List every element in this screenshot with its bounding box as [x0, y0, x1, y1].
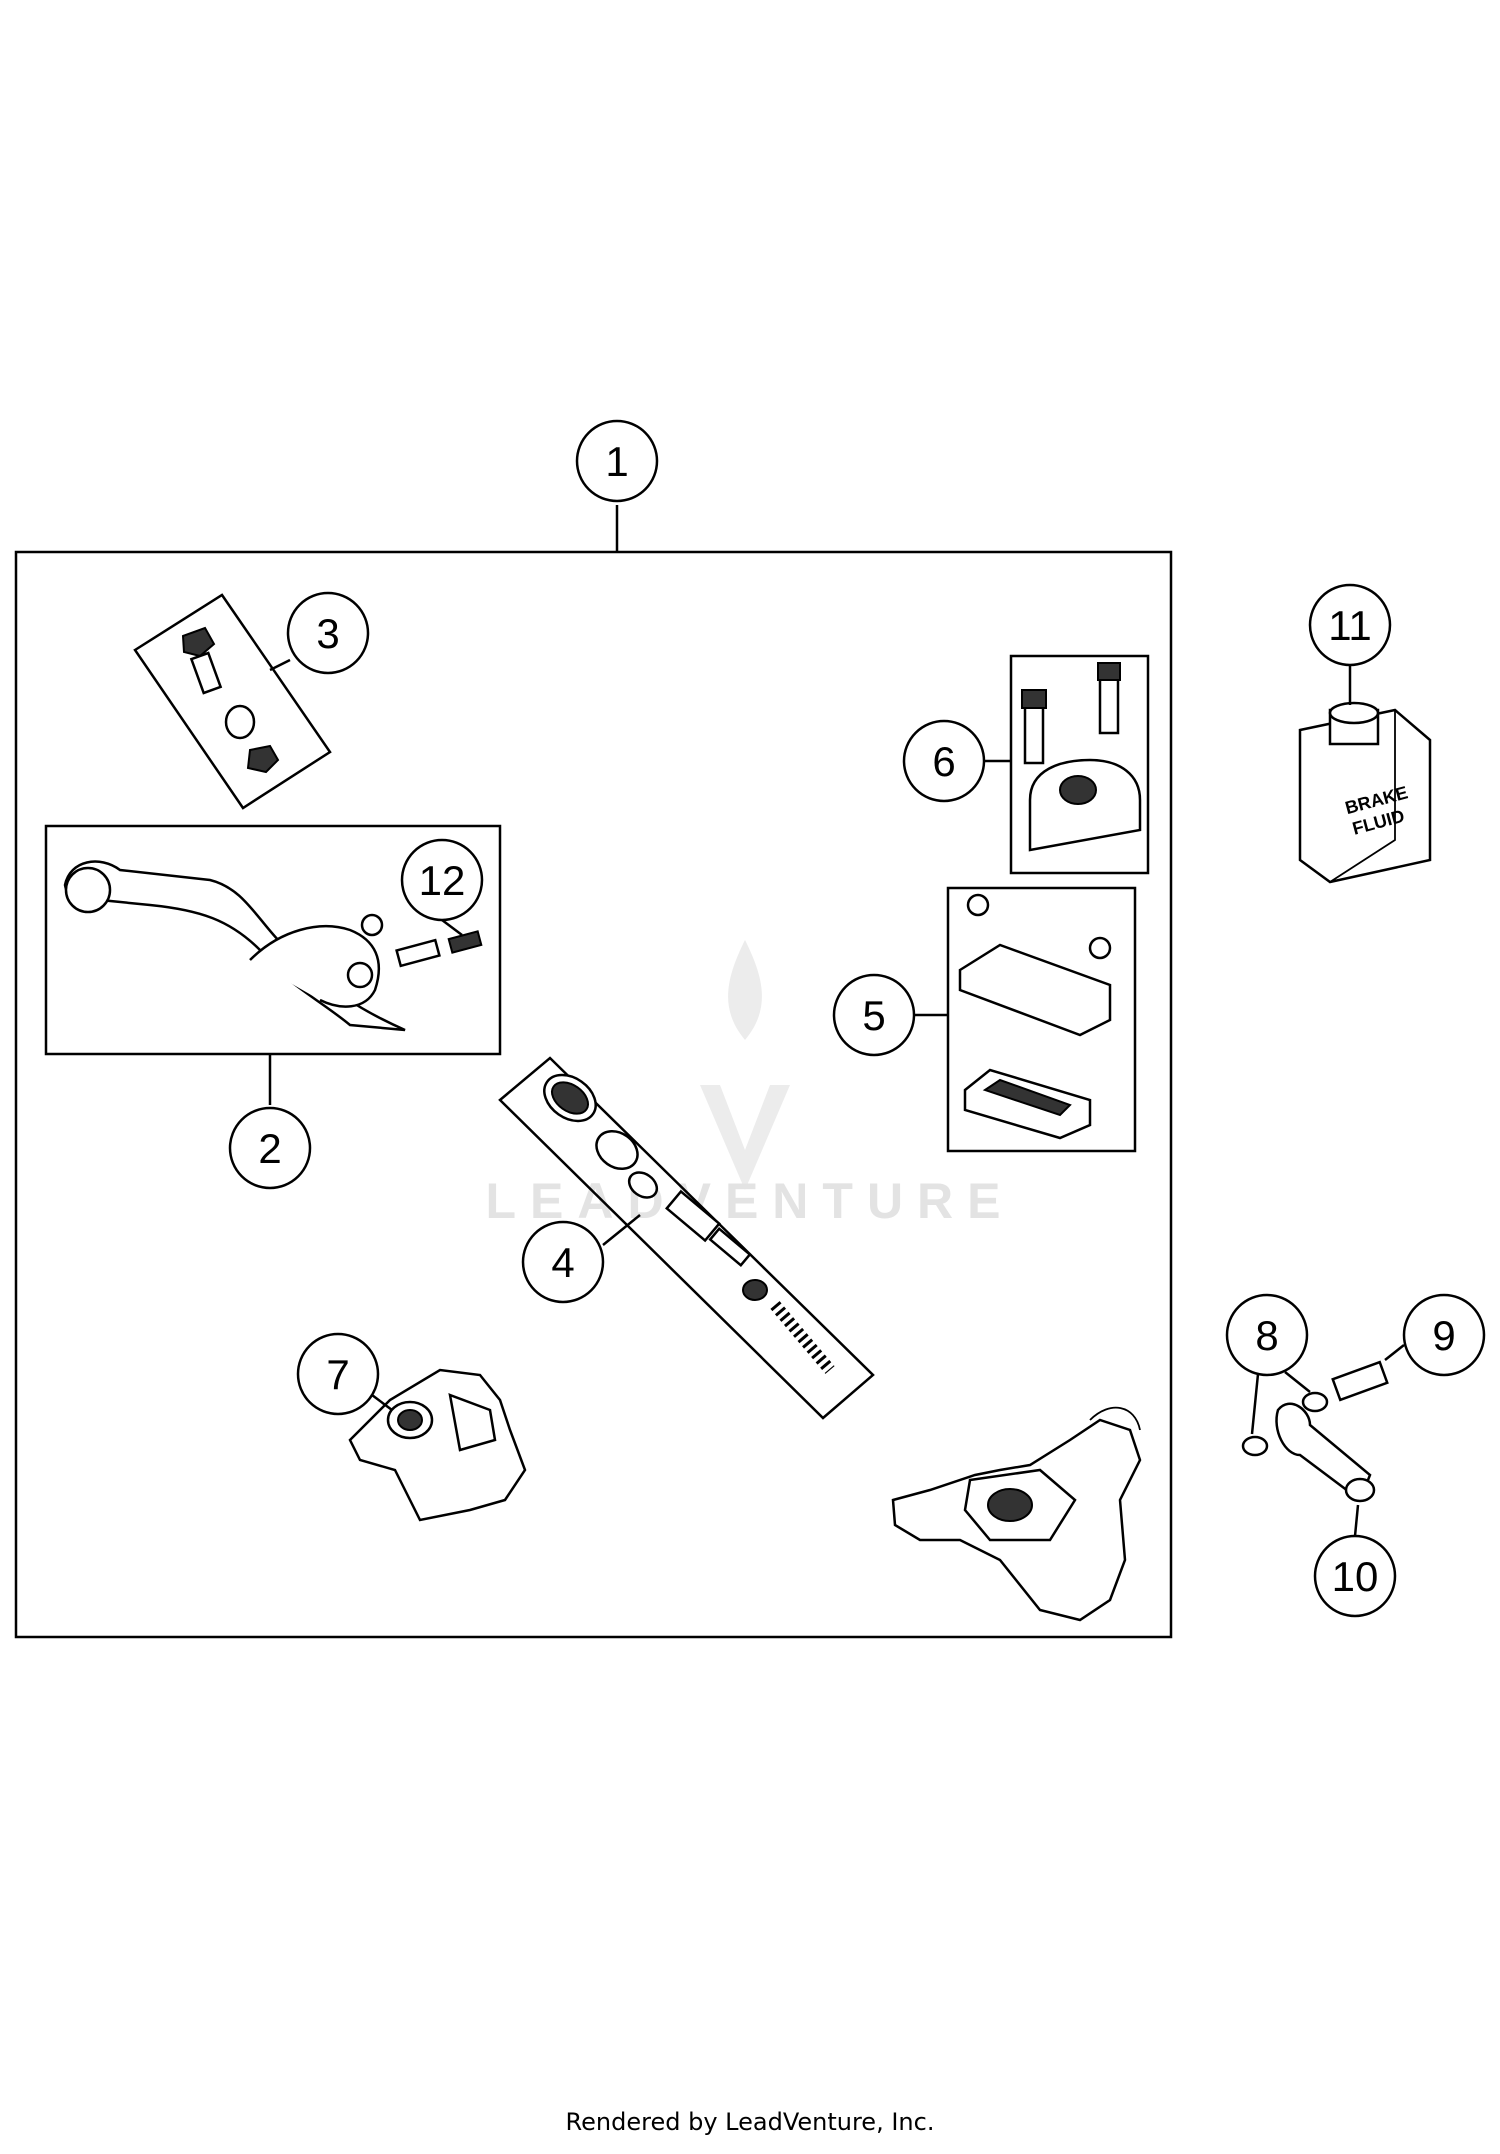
handlebar-clamp [1021, 662, 1142, 852]
svg-text:4: 4 [551, 1239, 574, 1286]
callout-3[interactable]: 3 [286, 591, 370, 675]
brake-fluid-can: BRAKE FLUID [1298, 701, 1432, 884]
lever-guard [348, 1368, 527, 1522]
footer-credit: Rendered by LeadVenture, Inc. [565, 2108, 935, 2136]
leadventure-watermark: LEADVENTURE [485, 940, 1014, 1229]
callout-4[interactable]: 4 [521, 1220, 605, 1304]
reservoir-cover [958, 893, 1112, 1140]
watermark-text: LEADVENTURE [485, 1173, 1014, 1229]
svg-text:2: 2 [258, 1125, 281, 1172]
banjo-parts [1241, 1360, 1389, 1503]
pivot-bolt-kit [133, 593, 332, 810]
svg-text:1: 1 [605, 438, 628, 485]
callout-2[interactable]: 2 [228, 1106, 312, 1190]
clamp-frame [1009, 654, 1150, 875]
callout-12[interactable]: 12 [400, 838, 484, 922]
lever-frame [44, 824, 502, 1056]
callout-1[interactable]: 1 [575, 419, 659, 503]
callout-10[interactable]: 10 [1313, 1534, 1397, 1618]
svg-text:12: 12 [419, 857, 466, 904]
callout-11[interactable]: 11 [1308, 583, 1392, 667]
svg-text:3: 3 [316, 610, 339, 657]
svg-text:6: 6 [932, 738, 955, 785]
brake-lever [63, 860, 483, 1105]
callout-9[interactable]: 9 [1402, 1293, 1486, 1377]
svg-text:7: 7 [326, 1351, 349, 1398]
callout-8[interactable]: 8 [1225, 1293, 1309, 1377]
cover-frame [946, 886, 1137, 1153]
piston-kit [498, 1056, 875, 1420]
svg-text:8: 8 [1255, 1312, 1278, 1359]
svg-text:11: 11 [1328, 602, 1372, 649]
callout-7[interactable]: 7 [296, 1332, 380, 1416]
svg-text:10: 10 [1332, 1553, 1379, 1600]
svg-text:5: 5 [862, 992, 885, 1039]
callout-6[interactable]: 6 [902, 719, 986, 803]
assembly-frame [14, 550, 1173, 1639]
callout-5[interactable]: 5 [832, 973, 916, 1057]
master-cylinder-body [891, 1406, 1142, 1622]
svg-text:9: 9 [1432, 1312, 1455, 1359]
